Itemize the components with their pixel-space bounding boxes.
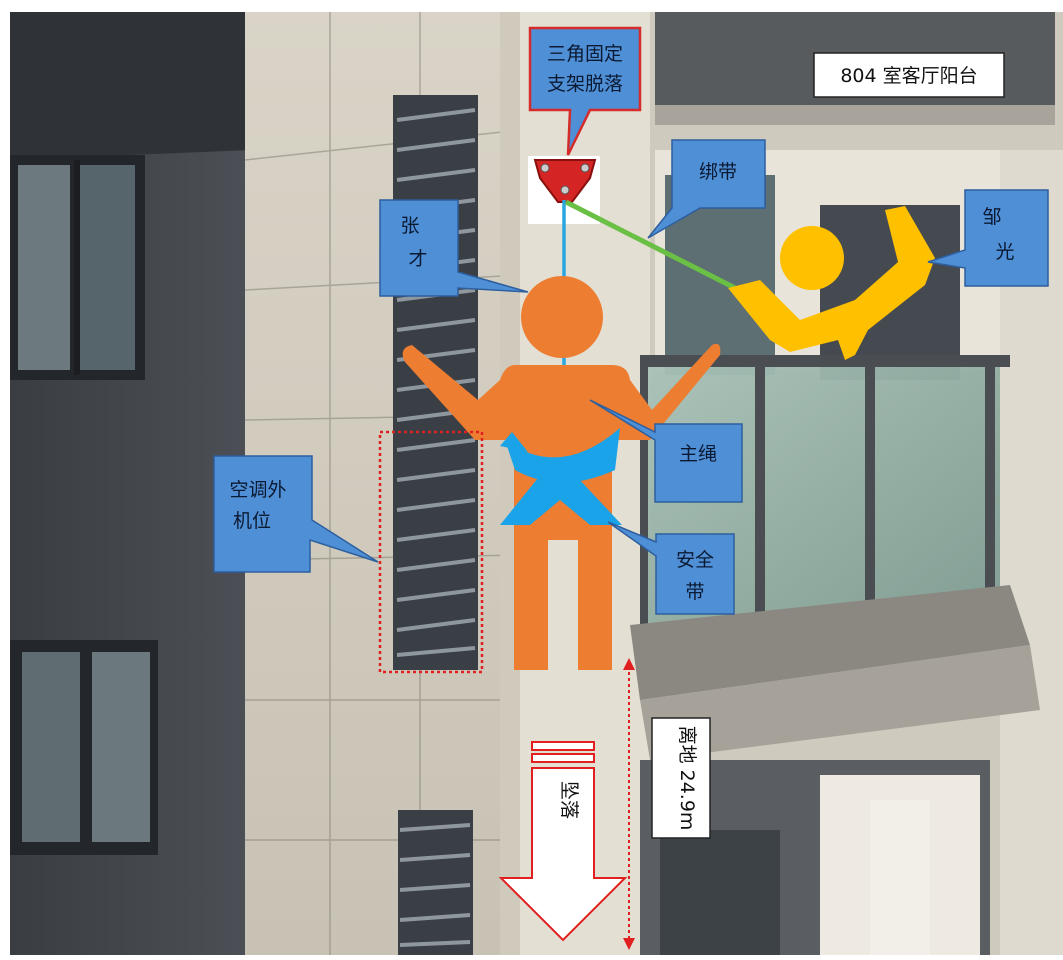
callout-worker-b: 邹 光 (927, 189, 1049, 287)
strap-line (564, 199, 737, 291)
room-label-text: 804 室客厅阳台 (840, 65, 977, 87)
height-label: 离地 24.9m (676, 726, 698, 831)
callout-safety-belt: 安全 带 (607, 521, 735, 615)
callout-ac-line1: 空调外 (229, 479, 286, 501)
callout-worker-a-line1: 张 (400, 215, 419, 237)
callout-bracket: 三角固定 支架脱落 (528, 26, 642, 156)
safety-belt (500, 428, 622, 525)
dark-building-window-lower (10, 640, 158, 855)
callout-belt-line1: 安全 (676, 549, 714, 571)
callout-worker-a: 张 才 (379, 199, 529, 297)
callout-worker-b-line1: 邹 (982, 206, 1001, 228)
worker-b-figure (728, 206, 935, 360)
ac-position-box (378, 430, 484, 674)
fall-arrow: 坠落 (498, 741, 628, 942)
callout-main-rope-text: 主绳 (679, 443, 717, 465)
ac-louver-lower (398, 810, 473, 955)
callout-worker-b-line2: 光 (995, 241, 1014, 263)
balcony-slab (630, 585, 1030, 700)
callout-bracket-line1: 三角固定 (547, 43, 623, 65)
callout-bracket-line2: 支架脱落 (547, 73, 623, 95)
height-indicator: 离地 24.9m (623, 658, 711, 950)
callout-worker-a-line2: 才 (408, 248, 427, 270)
callout-ac-position: 空调外 机位 (213, 455, 379, 573)
callout-belt-line2: 带 (685, 581, 704, 603)
fall-label: 坠落 (558, 781, 580, 819)
callout-main-rope: 主绳 (589, 399, 743, 503)
room-label: 804 室客厅阳台 (813, 52, 1005, 98)
callout-ac-line2: 机位 (233, 510, 271, 532)
callout-strap: 绑带 (647, 139, 766, 239)
callout-strap-text: 绑带 (699, 161, 737, 183)
dark-building-window-upper (10, 155, 145, 380)
